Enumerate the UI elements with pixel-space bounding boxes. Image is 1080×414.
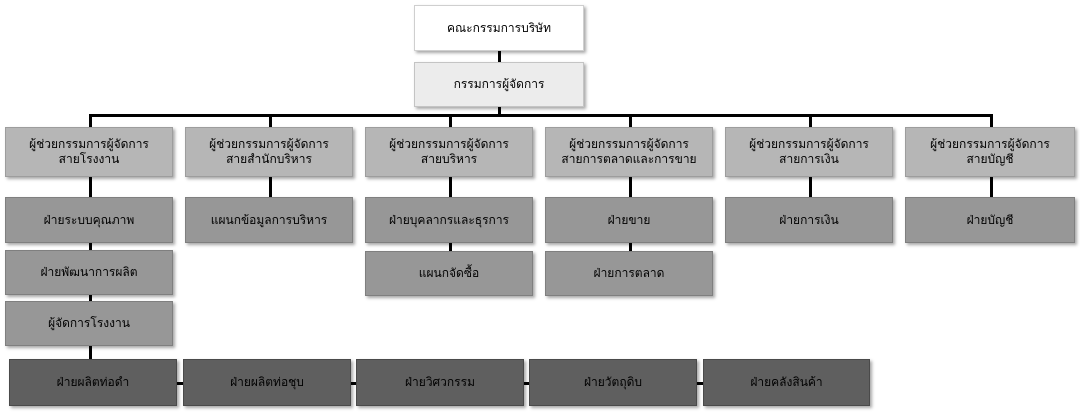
dept-label: แผนกข้อมูลการบริหาร: [210, 212, 328, 227]
dept-label: ฝ่ายบุคลากรและธุรการ: [389, 212, 509, 227]
marketing-dept-box: ฝ่ายการตลาด: [545, 251, 713, 296]
dept-label: ฝ่ายวิศวกรรม: [405, 375, 475, 389]
managing-director-box: กรรมการผู้จัดการ: [414, 62, 584, 107]
deputy-factory-box: ผู้ช่วยกรรมการผู้จัดการ สายโรงงาน: [5, 127, 173, 177]
finance-dept-box: ฝ่ายการเงิน: [725, 197, 893, 243]
deputy-title: ผู้ช่วยกรรมการผู้จัดการ: [29, 137, 149, 151]
dept-label: ฝ่ายพัฒนาการผลิต: [40, 265, 138, 279]
deputy-title: ผู้ช่วยกรรมการผู้จัดการ: [749, 137, 869, 151]
connector-deputy-2: [269, 114, 272, 128]
deputy-title: ผู้ช่วยกรรมการผู้จัดการ: [930, 137, 1050, 151]
hr-admin-dept-box: ฝ่ายบุคลากรและธุรการ: [365, 197, 533, 243]
connector-board-md: [498, 51, 501, 63]
deputy-division: สายโรงงาน: [58, 152, 120, 166]
management-info-section-box: แผนกข้อมูลการบริหาร: [185, 197, 353, 243]
connector-office-chain: [269, 176, 272, 198]
dept-label: ฝ่ายการตลาด: [593, 266, 665, 280]
dept-label: ผู้จัดการโรงงาน: [48, 316, 130, 330]
connector-deputy-6: [990, 114, 993, 128]
dept-label: ฝ่ายผลิตท่อชุบ: [230, 375, 304, 389]
connector-deputy-1: [89, 114, 92, 128]
managing-director-label: กรรมการผู้จัดการ: [453, 77, 545, 91]
factory-manager-box: ผู้จัดการโรงงาน: [5, 301, 173, 346]
deputy-division: สายการตลาดและการขาย: [561, 152, 697, 166]
dept-label: แผนกจัดซื้อ: [418, 266, 480, 280]
deputy-office-box: ผู้ช่วยกรรมการผู้จัดการ สายสำนักบริหาร: [185, 127, 353, 177]
black-pipe-production-box: ฝ่ายผลิตท่อดำ: [9, 359, 177, 406]
deputy-title: ผู้ช่วยกรรมการผู้จัดการ: [209, 137, 329, 151]
accounting-dept-box: ฝ่ายบัญชี: [905, 197, 1075, 243]
deputy-title: ผู้ช่วยกรรมการผู้จัดการ: [569, 137, 689, 151]
deputy-division: สายสำนักบริหาร: [226, 152, 312, 166]
quality-system-dept-box: ฝ่ายระบบคุณภาพ: [5, 197, 173, 243]
dept-label: ฝ่ายการเงิน: [779, 212, 839, 227]
connector-md-bus: [498, 106, 501, 116]
deputy-division: สายบริหาร: [420, 152, 478, 166]
connector-accounting-chain: [990, 176, 993, 198]
deputy-marketing-box: ผู้ช่วยกรรมการผู้จัดการ สายการตลาดและการ…: [545, 127, 713, 177]
dept-label: ฝ่ายขาย: [607, 212, 651, 227]
warehouse-dept-box: ฝ่ายคลังสินค้า: [703, 359, 870, 406]
dept-label: ฝ่ายผลิตท่อดำ: [56, 375, 130, 389]
raw-material-dept-box: ฝ่ายวัตถุดิบ: [529, 359, 697, 406]
deputy-title: ผู้ช่วยกรรมการผู้จัดการ: [389, 137, 509, 151]
board-label: คณะกรรมการบริษัท: [446, 20, 551, 35]
connector-deputy-4: [629, 114, 632, 128]
purchasing-section-box: แผนกจัดซื้อ: [365, 251, 533, 296]
deputy-finance-box: ผู้ช่วยกรรมการผู้จัดการ สายการเงิน: [725, 127, 893, 177]
galvanized-pipe-production-box: ฝ่ายผลิตท่อชุบ: [183, 359, 351, 406]
production-dev-dept-box: ฝ่ายพัฒนาการผลิต: [5, 250, 173, 295]
dept-label: ฝ่ายบัญชี: [966, 212, 1014, 227]
connector-deputy-3: [449, 114, 452, 128]
deputy-accounting-box: ผู้ช่วยกรรมการผู้จัดการ สายบัญชี: [905, 127, 1075, 177]
connector-finance-chain: [809, 176, 812, 198]
deputy-division: สายบัญชี: [966, 152, 1014, 166]
engineering-dept-box: ฝ่ายวิศวกรรม: [356, 359, 524, 406]
connector-deputy-bus: [89, 114, 993, 117]
deputy-division: สายการเงิน: [779, 152, 839, 166]
deputy-admin-box: ผู้ช่วยกรรมการผู้จัดการ สายบริหาร: [365, 127, 533, 177]
board-box: คณะกรรมการบริษัท: [414, 5, 584, 51]
dept-label: ฝ่ายวัตถุดิบ: [583, 375, 642, 389]
sales-dept-box: ฝ่ายขาย: [545, 197, 713, 243]
dept-label: ฝ่ายระบบคุณภาพ: [43, 212, 135, 227]
dept-label: ฝ่ายคลังสินค้า: [750, 375, 823, 389]
connector-deputy-5: [809, 114, 812, 128]
